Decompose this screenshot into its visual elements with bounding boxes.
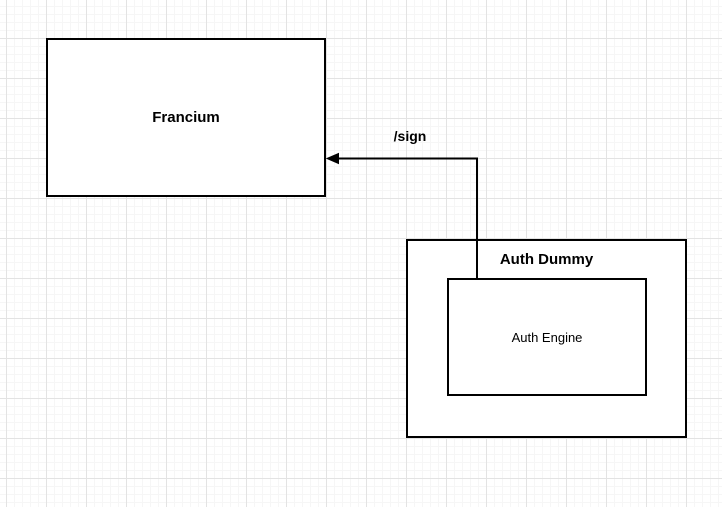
auth-dummy-node-label: Auth Dummy <box>499 251 594 268</box>
auth-engine-node[interactable]: Auth Engine <box>447 278 647 396</box>
arrowhead-icon <box>325 152 339 165</box>
auth-engine-node-label: Auth Engine <box>511 329 583 345</box>
edge-label-sign[interactable]: /sign <box>393 128 427 144</box>
francium-node[interactable]: Francium <box>46 38 326 197</box>
francium-node-label: Francium <box>152 109 220 126</box>
